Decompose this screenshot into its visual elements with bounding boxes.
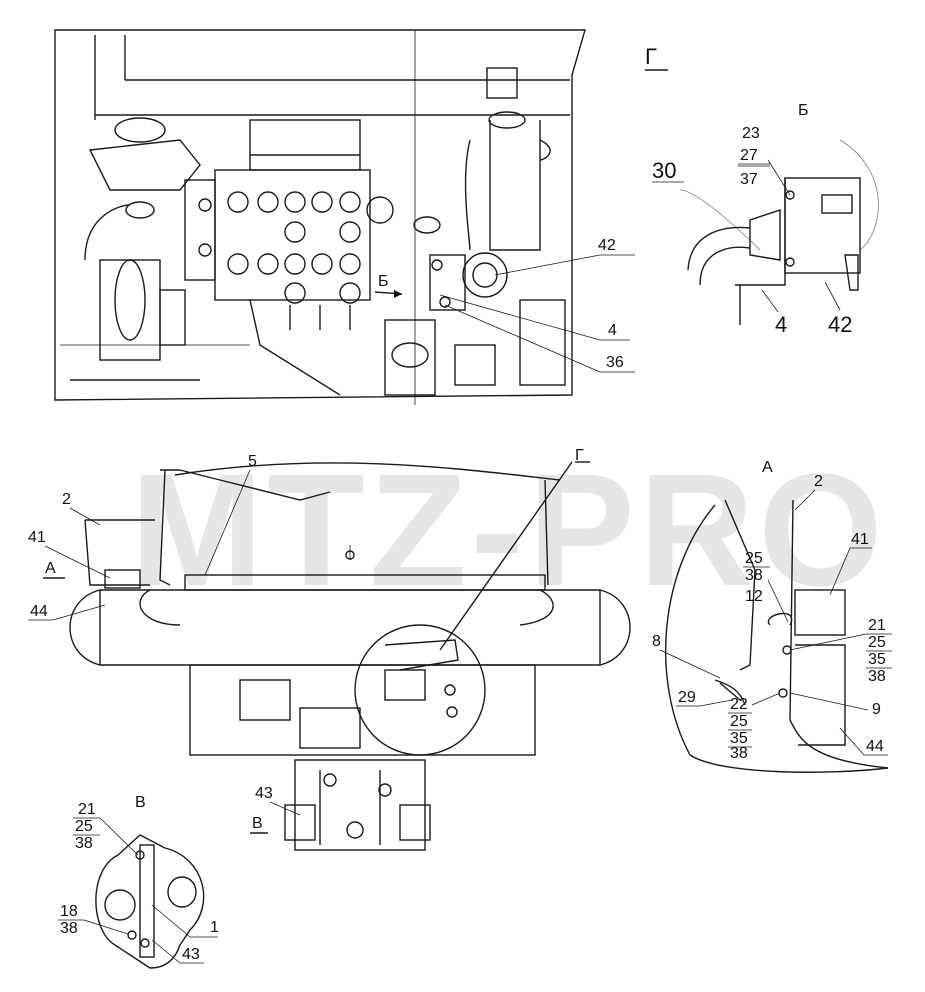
view-v-callout-1: 1	[210, 919, 219, 936]
view-a-callout-22: 22	[730, 696, 748, 713]
view-g-callout-42: 42	[828, 312, 852, 337]
view-g-callout-37: 37	[740, 171, 758, 188]
view-g-callout-23: 23	[742, 125, 760, 142]
view-g-callout-4: 4	[775, 312, 787, 337]
view-v-callout-43: 43	[182, 946, 200, 963]
main-arrow-a: А	[45, 560, 56, 577]
view-a-callout-44: 44	[866, 738, 884, 755]
view-a-callout-8: 8	[652, 633, 661, 650]
top-view	[54, 29, 586, 405]
view-a-callout-21: 21	[868, 617, 886, 634]
view-a-callout-25b: 25	[868, 634, 886, 651]
main-view-callouts: 5 Г 2 41 А 44 43 В	[28, 447, 590, 834]
top-view-callouts: Б 42 4 36	[374, 237, 635, 373]
view-a-callout-38a: 38	[745, 567, 763, 584]
view-a-callout-38c: 38	[730, 745, 748, 762]
view-a-callout-41: 41	[851, 531, 869, 548]
view-v-callout-18: 18	[60, 903, 78, 920]
callout-42: 42	[598, 237, 616, 254]
view-v-callout-21: 21	[78, 801, 96, 818]
view-v-callouts: 21 25 38 18 38 1 43	[58, 801, 219, 964]
view-a: А	[664, 459, 889, 773]
view-v-callout-38b: 38	[60, 920, 78, 937]
view-a-callout-9: 9	[872, 701, 881, 718]
main-arrow-v: В	[252, 815, 263, 832]
main-callout-2: 2	[62, 491, 71, 508]
view-a-callout-35a: 35	[868, 651, 886, 668]
view-v-callout-25: 25	[75, 818, 93, 835]
watermark-text: MTZ-PRO	[130, 440, 887, 619]
view-g-callout-30: 30	[652, 158, 676, 183]
view-a-title: А	[762, 459, 773, 476]
view-a-callout-2: 2	[814, 473, 823, 490]
view-v: В	[95, 794, 205, 969]
view-a-callouts: 2 41 25 38 12 21 25 35 38 8 29 22 25 35 …	[652, 473, 892, 762]
view-a-callout-25c: 25	[730, 713, 748, 730]
view-v-callout-38a: 38	[75, 835, 93, 852]
view-a-callout-25a: 25	[745, 550, 763, 567]
main-view	[69, 462, 631, 851]
callout-4: 4	[608, 322, 617, 339]
view-a-callout-35b: 35	[730, 730, 748, 747]
main-callout-41: 41	[28, 529, 46, 546]
callout-36: 36	[606, 354, 624, 371]
view-g-title: Г	[645, 44, 657, 69]
view-a-callout-29: 29	[678, 689, 696, 706]
view-g-label-b: Б	[798, 102, 809, 119]
view-g: Г Б 23 27 37 30 4 42	[645, 44, 879, 337]
main-arrow-g: Г	[575, 447, 584, 464]
main-callout-5: 5	[248, 453, 257, 470]
view-g-callout-27: 27	[740, 147, 758, 164]
label-b-arrow: Б	[378, 273, 389, 290]
main-callout-43: 43	[255, 785, 273, 802]
view-a-callout-12: 12	[745, 588, 763, 605]
main-callout-44: 44	[30, 603, 48, 620]
view-a-callout-38b: 38	[868, 668, 886, 685]
view-v-title: В	[135, 794, 146, 811]
